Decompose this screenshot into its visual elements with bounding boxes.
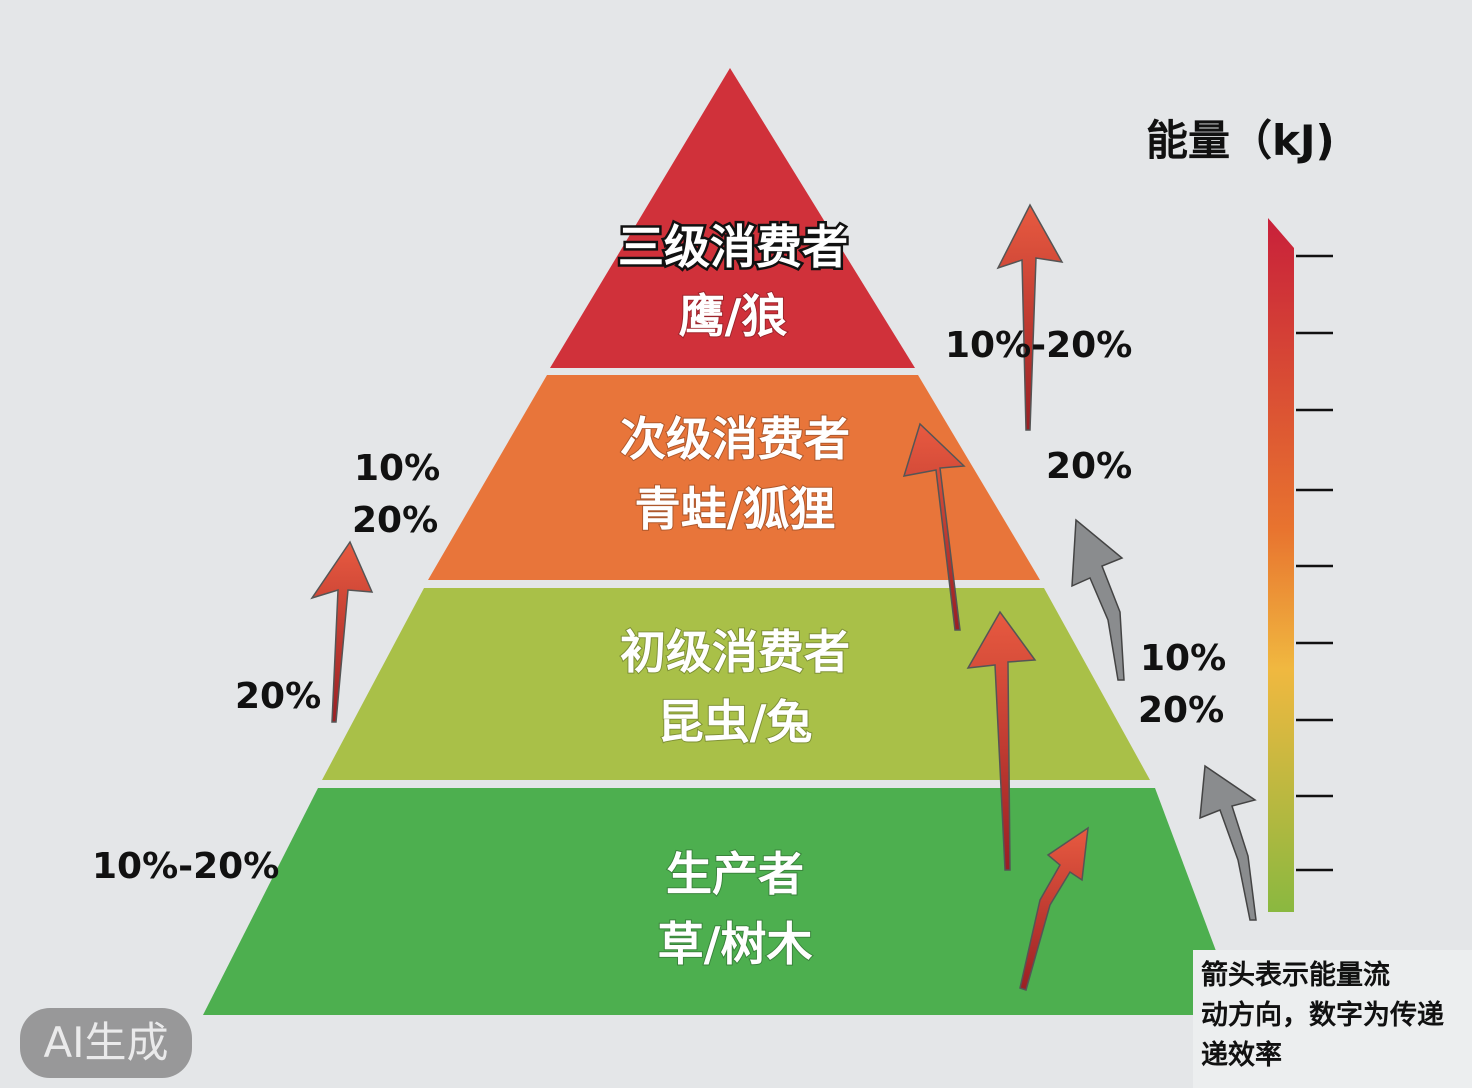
arrow-up-icon bbox=[310, 540, 374, 723]
efficiency-label: 20% bbox=[1138, 690, 1224, 731]
efficiency-label: 20% bbox=[1046, 446, 1132, 487]
arrow-curved-up-icon bbox=[1019, 826, 1089, 991]
pyramid-layer-producer bbox=[203, 788, 1240, 1015]
note-line: 动方向，数字为传递 bbox=[1201, 1000, 1444, 1031]
energy-scale-ticks bbox=[1296, 254, 1333, 872]
pyramid-layer-primary bbox=[322, 588, 1150, 780]
layer-title-producer: 生产者 bbox=[666, 847, 804, 901]
note-line: 箭头表示能量流 bbox=[1201, 960, 1390, 991]
efficiency-label: 10% bbox=[1140, 638, 1226, 679]
layer-examples-producer: 草/树木 bbox=[658, 917, 813, 971]
efficiency-label: 10% bbox=[354, 448, 440, 489]
efficiency-label: 10%-20% bbox=[945, 325, 1132, 366]
arrow-curved-up-gray-icon bbox=[1071, 518, 1125, 681]
arrow-up-icon bbox=[996, 203, 1064, 431]
legend-note: 箭头表示能量流 动方向，数字为传递 递效率 bbox=[1193, 950, 1472, 1088]
layer-examples-primary: 昆虫/兔 bbox=[658, 695, 813, 749]
efficiency-label: 20% bbox=[352, 500, 438, 541]
arrow-curved-up-gray-icon bbox=[1199, 764, 1257, 921]
note-line: 递效率 bbox=[1201, 1040, 1282, 1071]
arrow-up-icon bbox=[902, 422, 966, 631]
layer-title-tertiary: 三级消费者 bbox=[618, 220, 848, 274]
energy-scale-bar bbox=[1268, 218, 1294, 912]
efficiency-label: 10%-20% bbox=[92, 846, 279, 887]
energy-scale-title: 能量（kJ) bbox=[1146, 116, 1335, 165]
pyramid-layer-tertiary bbox=[550, 68, 915, 368]
arrow-up-icon bbox=[966, 610, 1037, 871]
efficiency-label: 20% bbox=[235, 676, 321, 717]
layer-examples-tertiary: 鹰/狼 bbox=[679, 289, 788, 343]
layer-title-primary: 初级消费者 bbox=[620, 625, 850, 679]
ai-watermark-badge: AI生成 bbox=[20, 1008, 192, 1078]
pyramid-layer-secondary bbox=[428, 375, 1040, 580]
layer-examples-secondary: 青蛙/狐狸 bbox=[635, 482, 836, 536]
layer-title-secondary: 次级消费者 bbox=[620, 412, 850, 466]
